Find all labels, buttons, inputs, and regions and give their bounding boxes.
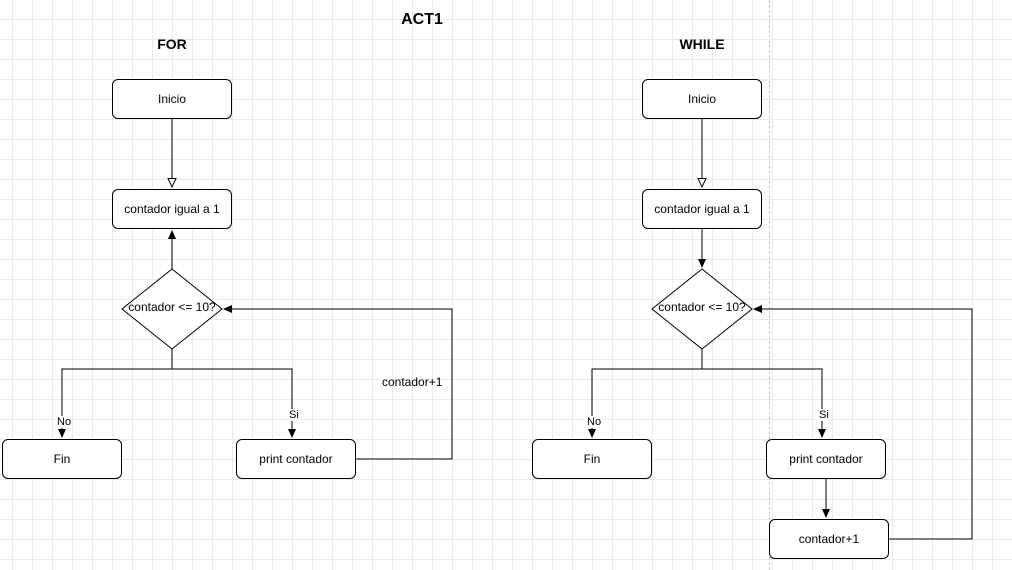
while-no-branch-arrow[interactable] <box>588 349 703 438</box>
page-break-line <box>769 0 770 570</box>
for-print-node[interactable]: print contador <box>236 439 356 479</box>
for-loop-back-arrow[interactable] <box>223 305 453 460</box>
while-increment-node[interactable]: contador+1 <box>769 519 889 559</box>
while-condition-label: contador <= 10? <box>658 300 746 314</box>
for-yes-label: Si <box>288 409 300 421</box>
while-print-node[interactable]: print contador <box>766 439 886 479</box>
for-increment-label: contador+1 <box>382 375 443 389</box>
for-yes-branch-arrow[interactable] <box>172 368 296 438</box>
for-no-branch-arrow[interactable] <box>58 349 173 438</box>
for-end-node[interactable]: Fin <box>2 439 122 479</box>
for-condition-label: contador <= 10? <box>128 300 216 314</box>
diagram-title: ACT1 <box>401 11 443 28</box>
for-start-node[interactable]: Inicio <box>112 79 232 119</box>
for-init-node[interactable]: contador igual a 1 <box>112 189 232 229</box>
for-no-label: No <box>56 416 73 428</box>
while-loop-back-arrow[interactable] <box>753 305 973 540</box>
while-init-node[interactable]: contador igual a 1 <box>642 189 762 229</box>
for-heading: FOR <box>157 36 187 52</box>
while-start-node[interactable]: Inicio <box>642 79 762 119</box>
while-yes-branch-arrow[interactable] <box>702 368 826 438</box>
while-end-node[interactable]: Fin <box>532 439 652 479</box>
while-yes-label: Si <box>818 409 830 421</box>
while-heading: WHILE <box>679 36 725 52</box>
while-no-label: No <box>586 416 603 428</box>
